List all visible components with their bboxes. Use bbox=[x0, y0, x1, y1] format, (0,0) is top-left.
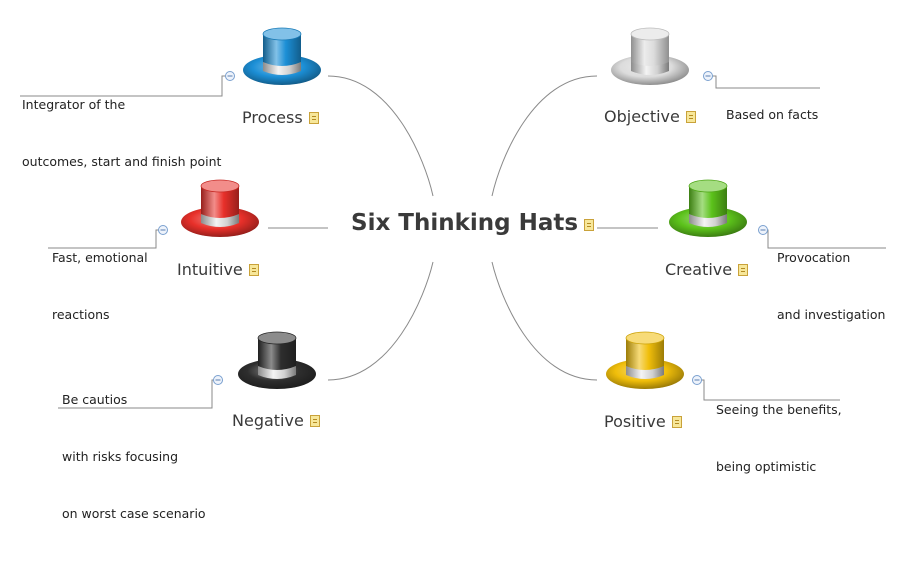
subtopic-intuitive[interactable]: Fast, emotional reactions bbox=[52, 210, 148, 362]
topic-label-text: Intuitive bbox=[177, 260, 243, 279]
note-icon[interactable] bbox=[309, 415, 320, 427]
topic-label-text: Objective bbox=[604, 107, 680, 126]
central-topic-label: Six Thinking Hats bbox=[351, 210, 579, 236]
subtopic-line: Fast, emotional bbox=[52, 250, 148, 265]
topic-label-text: Process bbox=[242, 108, 303, 127]
central-topic[interactable]: Six Thinking Hats bbox=[351, 210, 595, 236]
topic-label-intuitive[interactable]: Intuitive bbox=[177, 260, 259, 279]
branch-line-negative bbox=[327, 261, 434, 381]
subtopic-line: Seeing the benefits, bbox=[716, 402, 842, 417]
collapse-toggle-negative[interactable] bbox=[213, 375, 223, 385]
hat-creative-icon[interactable] bbox=[668, 178, 748, 238]
subtopic-line: with risks focusing bbox=[62, 449, 179, 464]
subtopic-line: being optimistic bbox=[716, 459, 817, 474]
connector-lines bbox=[20, 71, 886, 409]
subtopic-positive[interactable]: Seeing the benefits, being optimistic bbox=[716, 362, 842, 514]
topic-label-text: Creative bbox=[665, 260, 733, 279]
topic-label-text: Positive bbox=[604, 412, 666, 431]
topic-label-text: Negative bbox=[232, 411, 304, 430]
branch-line-positive bbox=[491, 261, 598, 381]
branch-line-objective bbox=[491, 75, 598, 197]
note-icon[interactable] bbox=[308, 112, 319, 124]
subtopic-negative[interactable]: Be cautios with risks focusing on worst … bbox=[62, 352, 206, 561]
note-icon[interactable] bbox=[671, 416, 682, 428]
mind-map-canvas: Six Thinking Hats Process Intuitive Nega… bbox=[20, 26, 886, 521]
note-icon[interactable] bbox=[738, 264, 749, 276]
hat-intuitive-icon[interactable] bbox=[180, 178, 260, 238]
subtopic-line: Be cautios bbox=[62, 392, 128, 407]
collapse-toggle-process[interactable] bbox=[225, 71, 235, 81]
subtopic-line: Based on facts bbox=[726, 107, 819, 122]
topic-label-objective[interactable]: Objective bbox=[604, 107, 696, 126]
note-icon[interactable] bbox=[248, 264, 259, 276]
hat-positive-icon[interactable] bbox=[605, 330, 685, 390]
note-icon[interactable] bbox=[685, 111, 696, 123]
topic-label-creative[interactable]: Creative bbox=[665, 260, 749, 279]
subtopic-line: outcomes, start and finish point bbox=[22, 154, 222, 169]
collapse-toggle-objective[interactable] bbox=[703, 71, 713, 81]
topic-label-positive[interactable]: Positive bbox=[604, 412, 682, 431]
note-icon[interactable] bbox=[584, 219, 595, 231]
subtopic-line: and investigation bbox=[777, 307, 886, 322]
collapse-toggle-positive[interactable] bbox=[692, 375, 702, 385]
subtopic-line: on worst case scenario bbox=[62, 506, 206, 521]
subtopic-line: Provocation bbox=[777, 250, 851, 265]
branch-line-process bbox=[327, 75, 434, 197]
hat-negative-icon[interactable] bbox=[237, 330, 317, 390]
collapse-toggle-intuitive[interactable] bbox=[158, 225, 168, 235]
topic-label-negative[interactable]: Negative bbox=[232, 411, 320, 430]
subtopic-objective[interactable]: Based on facts bbox=[726, 67, 818, 162]
collapse-toggle-creative[interactable] bbox=[758, 225, 768, 235]
topic-label-process[interactable]: Process bbox=[242, 108, 319, 127]
subtopic-line: reactions bbox=[52, 307, 110, 322]
subtopic-process[interactable]: Integrator of the outcomes, start and fi… bbox=[22, 57, 221, 209]
hat-process-icon[interactable] bbox=[242, 26, 322, 86]
subtopic-creative[interactable]: Provocation and investigation bbox=[777, 210, 885, 362]
subtopic-line: Integrator of the bbox=[22, 97, 126, 112]
hat-objective-icon[interactable] bbox=[610, 26, 690, 86]
